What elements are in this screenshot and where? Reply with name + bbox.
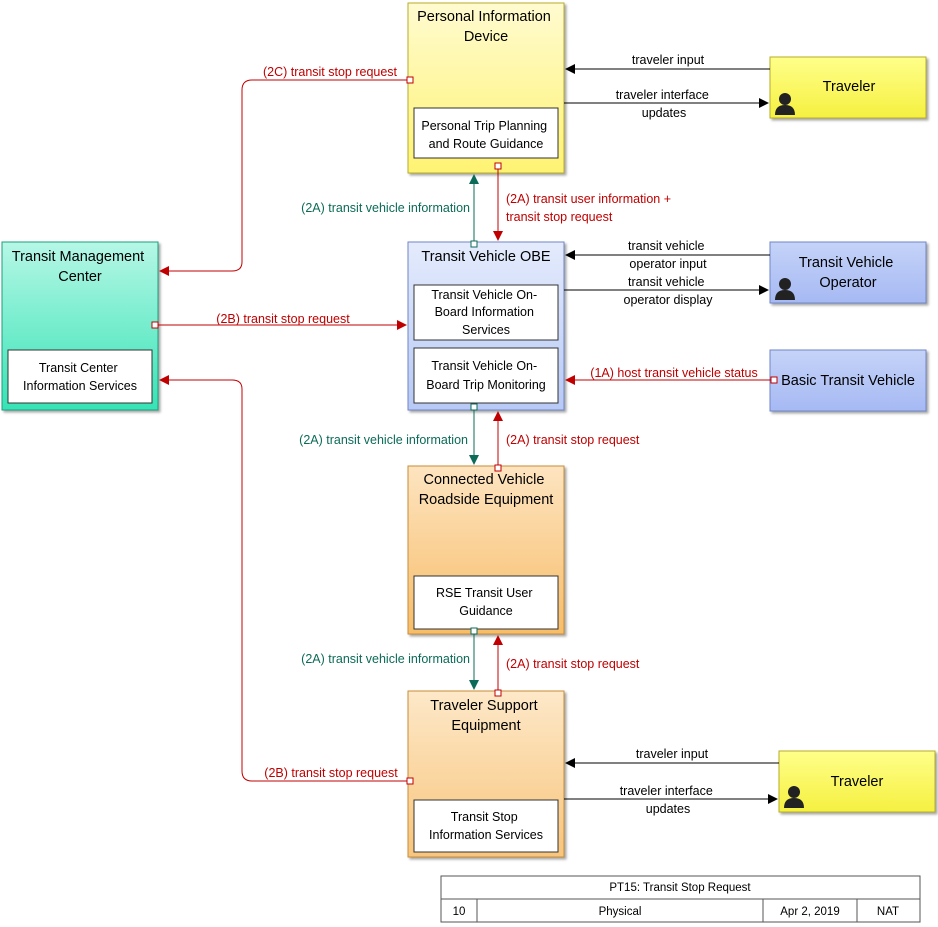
flow-traveler-input-bottom[interactable]: traveler input xyxy=(565,747,779,768)
svg-text:(2A) transit vehicle informati: (2A) transit vehicle information xyxy=(301,201,470,215)
node-title: Transit Vehicle Operator xyxy=(799,255,898,291)
node-connected-vehicle-rse[interactable]: Connected Vehicle Roadside Equipment RSE… xyxy=(407,465,565,635)
node-title: Connected Vehicle Roadside Equipment xyxy=(419,472,554,508)
flow-traveler-input-top[interactable]: traveler input xyxy=(565,53,770,74)
subsystem-obe-information-services[interactable]: Transit Vehicle On- Board Information Se… xyxy=(413,284,559,341)
flow-traveler-interface-updates-top[interactable]: traveler interface updates xyxy=(564,88,769,120)
flow-1a-host-transit-vehicle-status[interactable]: (1A) host transit vehicle status xyxy=(565,366,778,385)
flow-traveler-interface-updates-bottom[interactable]: traveler interface updates xyxy=(564,784,778,816)
person-icon xyxy=(775,278,795,300)
node-traveler-support-equipment[interactable]: Traveler Support Equipment Transit Stop … xyxy=(407,690,565,858)
svg-text:Transit Center Informa: Transit Center Information Services xyxy=(23,361,137,393)
flow-2b-transit-stop-request-tmc-obe[interactable]: (2B) transit stop request xyxy=(151,312,407,330)
svg-text:(2B) transit stop request: (2B) transit stop request xyxy=(264,766,398,780)
flow-2a-transit-vehicle-information-obe-pid[interactable]: (2A) transit vehicle information xyxy=(301,174,479,248)
svg-text:transit vehicle operator: transit vehicle operator input xyxy=(628,239,708,271)
flow-2a-transit-vehicle-information-obe-rse[interactable]: (2A) transit vehicle information xyxy=(299,403,479,465)
node-title: Traveler xyxy=(823,79,876,95)
node-title: Traveler Support Equipment xyxy=(430,698,542,734)
svg-text:(1A) host transit vehicle stat: (1A) host transit vehicle status xyxy=(590,366,757,380)
diagram-org: NAT xyxy=(877,906,899,918)
svg-text:Personal Trip Planning: Personal Trip Planning and Route Guidanc… xyxy=(421,119,550,151)
svg-text:traveler interface updat: traveler interface updates xyxy=(620,784,717,816)
flow-2c-transit-stop-request[interactable]: (2C) transit stop request xyxy=(159,65,414,276)
svg-text:(2A) transit user information: (2A) transit user information + transit … xyxy=(506,192,674,224)
flow-2a-transit-stop-request-rse-obe[interactable]: (2A) transit stop request xyxy=(493,411,640,472)
svg-text:(2C) transit stop request: (2C) transit stop request xyxy=(263,65,398,79)
subsystem-rse-transit-user-guidance[interactable]: RSE Transit User Guidance xyxy=(413,575,559,630)
node-basic-transit-vehicle[interactable]: Basic Transit Vehicle xyxy=(769,349,927,412)
diagram-title: PT15: Transit Stop Request xyxy=(609,882,751,894)
svg-text:(2A) transit vehicle informati: (2A) transit vehicle information xyxy=(299,433,468,447)
node-title: Transit Management Center xyxy=(12,249,148,285)
flow-operator-input[interactable]: transit vehicle operator input xyxy=(565,239,770,271)
node-title: Transit Vehicle OBE xyxy=(421,249,551,265)
diagram-number: 10 xyxy=(453,906,466,918)
svg-text:RSE Transit User Guida: RSE Transit User Guidance xyxy=(436,586,536,618)
svg-text:traveler input: traveler input xyxy=(636,747,709,761)
node-transit-management-center[interactable]: Transit Management Center Transit Center… xyxy=(1,241,159,411)
node-title: Basic Transit Vehicle xyxy=(781,373,915,389)
subsystem-obe-trip-monitoring[interactable]: Transit Vehicle On- Board Trip Monitorin… xyxy=(413,347,559,404)
diagram-date: Apr 2, 2019 xyxy=(780,906,839,918)
diagram-view: Physical xyxy=(599,906,642,918)
flow-2a-transit-vehicle-information-rse-tse[interactable]: (2A) transit vehicle information xyxy=(301,627,479,690)
svg-text:(2A) transit stop request: (2A) transit stop request xyxy=(506,433,640,447)
svg-text:transit vehicle operator: transit vehicle operator display xyxy=(624,275,714,307)
node-transit-vehicle-operator[interactable]: Transit Vehicle Operator xyxy=(769,241,927,304)
node-traveler-bottom[interactable]: Traveler xyxy=(778,750,936,813)
subsystem-transit-center-information-services[interactable]: Transit Center Information Services xyxy=(7,349,153,404)
svg-text:(2A) transit stop request: (2A) transit stop request xyxy=(506,657,640,671)
flow-2a-transit-stop-request-tse-rse[interactable]: (2A) transit stop request xyxy=(493,635,640,697)
svg-text:traveler input: traveler input xyxy=(632,53,705,67)
person-icon xyxy=(775,93,795,115)
node-transit-vehicle-obe[interactable]: Transit Vehicle OBE Transit Vehicle On- … xyxy=(407,241,565,411)
subsystem-transit-stop-information-services[interactable]: Transit Stop Information Services xyxy=(413,799,559,853)
svg-text:(2A) transit vehicle informati: (2A) transit vehicle information xyxy=(301,652,470,666)
title-block: PT15: Transit Stop Request 10 Physical A… xyxy=(440,875,921,923)
svg-text:(2B) transit stop request: (2B) transit stop request xyxy=(216,312,350,326)
svg-text:traveler interface updat: traveler interface updates xyxy=(616,88,713,120)
svg-text:Transit Stop Informati: Transit Stop Information Services xyxy=(429,810,543,842)
flow-operator-display[interactable]: transit vehicle operator display xyxy=(564,275,769,307)
subsystem-personal-trip-planning[interactable]: Personal Trip Planning and Route Guidanc… xyxy=(413,107,559,159)
node-title: Personal Information Device xyxy=(417,9,555,45)
node-traveler-top[interactable]: Traveler xyxy=(769,56,927,119)
flow-2b-transit-stop-request-tse-tmc[interactable]: (2B) transit stop request xyxy=(159,375,414,785)
svg-text:Transit Vehicle On- Bo: Transit Vehicle On- Board Information Se… xyxy=(431,288,540,337)
node-title: Traveler xyxy=(831,774,884,790)
svg-text:Transit Vehicle On- Bo: Transit Vehicle On- Board Trip Monitorin… xyxy=(426,359,546,392)
node-personal-information-device[interactable]: Personal Information Device Personal Tri… xyxy=(407,2,565,174)
flow-2a-transit-user-information-pid-obe[interactable]: (2A) transit user information + transit … xyxy=(493,162,674,241)
person-icon xyxy=(784,786,804,808)
